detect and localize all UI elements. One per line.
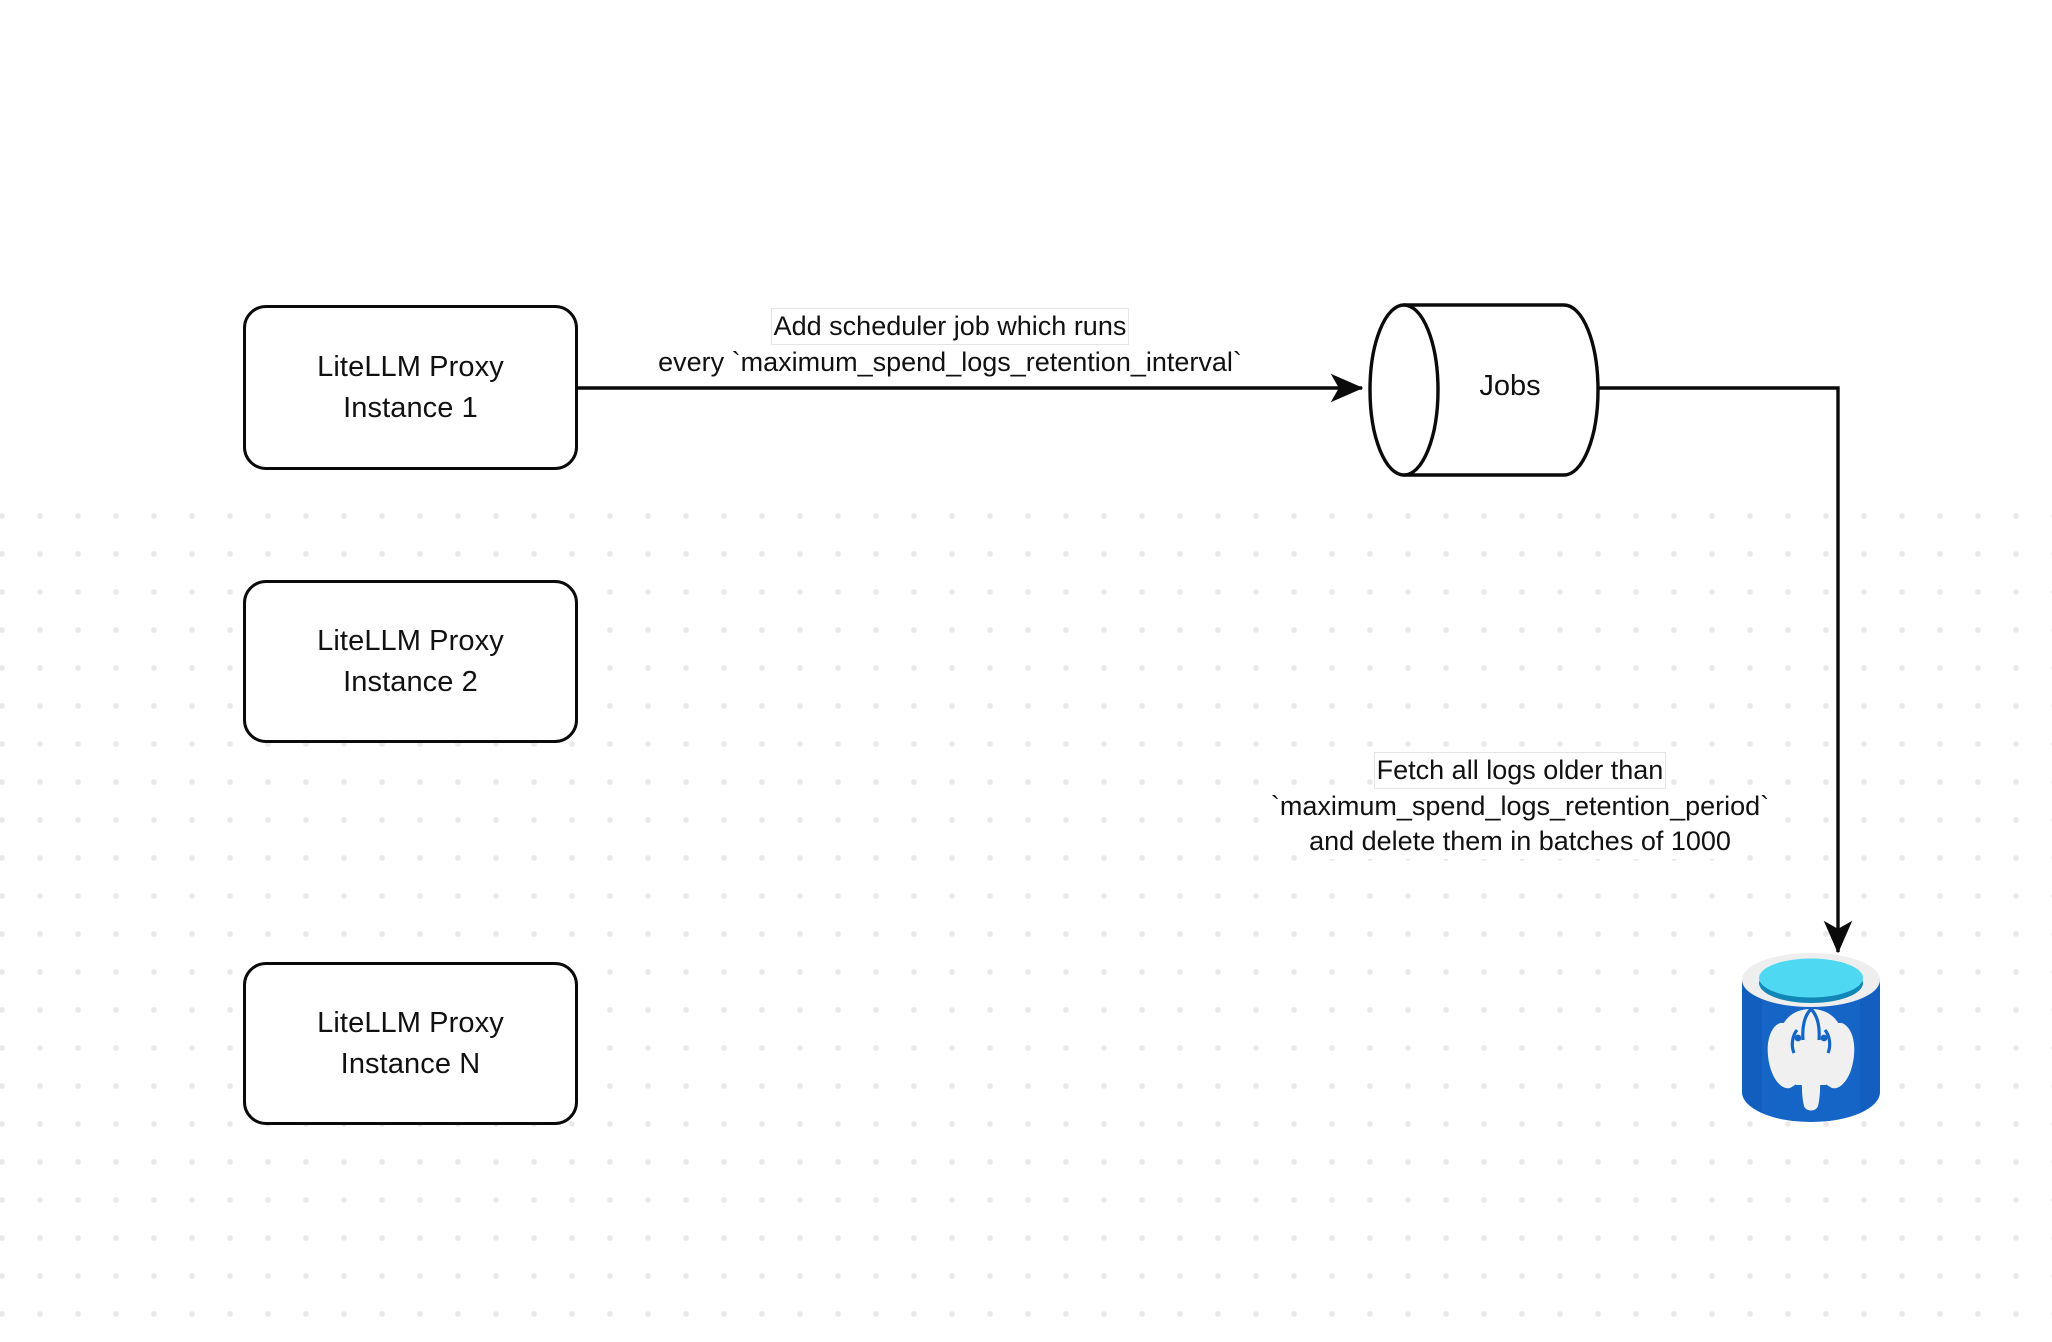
- postgresql-database-icon[interactable]: [1740, 952, 1882, 1124]
- edge-label-scheduler-line1: Add scheduler job which runs: [770, 308, 1130, 346]
- node-jobs-label: Jobs: [1479, 370, 1541, 402]
- cylinder-left-cap: [1368, 303, 1440, 477]
- postgres-elephant-eyes: [1790, 1007, 1832, 1054]
- edge-label-scheduler-line2: every `maximum_spend_logs_retention_inte…: [656, 345, 1244, 381]
- edge-label-scheduler: Add scheduler job which runs every `maxi…: [600, 308, 1300, 381]
- node-label-line2: Instance N: [340, 1047, 481, 1080]
- postgres-elephant-logo: [1767, 1009, 1855, 1111]
- edge-label-fetch-line3: and delete them in batches of 1000: [1307, 824, 1733, 860]
- db-liquid-surface: [1759, 958, 1863, 998]
- node-label-line1: LiteLLM Proxy: [317, 351, 504, 384]
- edge-label-fetch-line2: `maximum_spend_logs_retention_period`: [1268, 789, 1772, 825]
- node-label-line2: Instance 1: [343, 391, 478, 424]
- node-label-line1: LiteLLM Proxy: [317, 1007, 504, 1040]
- node-litellm-proxy-instance-n[interactable]: LiteLLM Proxy Instance N: [243, 962, 578, 1125]
- node-label-line2: Instance 2: [343, 665, 478, 698]
- edge-label-fetch-line1: Fetch all logs older than: [1373, 752, 1667, 790]
- node-jobs-cylinder[interactable]: [1368, 300, 1608, 478]
- edge-label-fetch: Fetch all logs older than `maximum_spend…: [1240, 752, 1800, 860]
- db-body-shade-left: [1742, 980, 1762, 1113]
- node-litellm-proxy-instance-2[interactable]: LiteLLM Proxy Instance 2: [243, 580, 578, 743]
- edge-jobs-to-database: [1586, 386, 1853, 954]
- db-body-shade-right: [1860, 980, 1880, 1113]
- node-label-line1: LiteLLM Proxy: [317, 625, 504, 658]
- node-litellm-proxy-instance-1[interactable]: LiteLLM Proxy Instance 1: [243, 305, 578, 470]
- cylinder-body: [1402, 303, 1600, 477]
